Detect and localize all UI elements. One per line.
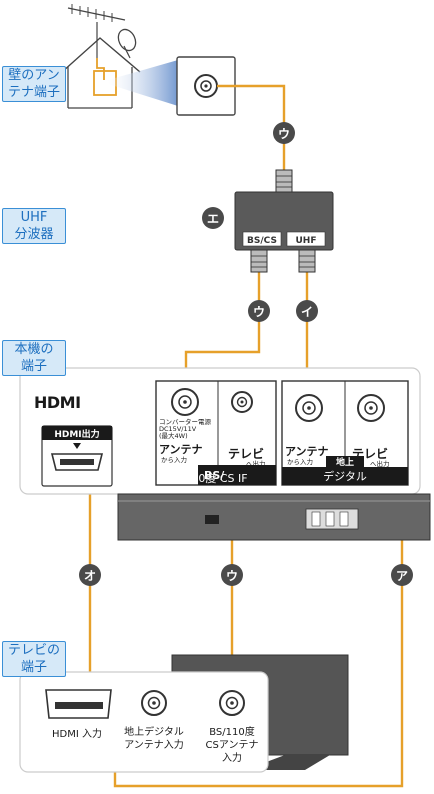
tv-terminal-tag: テレビの 端子 [2, 641, 66, 677]
bs-tv-out-label: テレビ [228, 446, 264, 461]
tv-hdmi-in-label: HDMI 入力 [52, 727, 102, 740]
unit-terminal-tag-line2: 端子 [20, 359, 47, 374]
converter-max-label: (最大4W) [159, 431, 188, 440]
unit-terminal-tag: 本機の 端子 [2, 340, 66, 376]
cable-badge-a: ア [391, 564, 413, 586]
cable-badge-u-bottom: ウ [221, 564, 243, 586]
uhf-splitter-tag-line2: 分波器 [14, 227, 54, 242]
wall-terminal-tag: 壁のアン テナ端子 [2, 66, 66, 102]
cable-badge-o: オ [79, 564, 101, 586]
svg-text:ウ: ウ [278, 127, 290, 141]
uhf-splitter-tag: UHF 分波器 [2, 208, 66, 244]
unit-rear-panel [19, 367, 431, 541]
uhf-splitter [234, 169, 334, 273]
bs-group-label-2: 110度 CS IF [184, 471, 247, 485]
terr-tv-out-label: テレビ [352, 446, 388, 461]
bs-antenna-in-label: アンテナ [159, 443, 203, 456]
cable-badge-u-top: ウ [273, 122, 295, 144]
bs-group-label: BS/ [204, 469, 225, 482]
tv-bs-in-label-1: BS/110度 [209, 725, 255, 738]
tv-terminal-tag-line1: テレビの [7, 643, 60, 658]
terr-group-label-2: デジタル [323, 469, 367, 483]
cable-badge-u-splitter: ウ [248, 300, 270, 322]
tv-terr-in-label-2: アンテナ入力 [124, 738, 184, 751]
splitter-uhf-label: UHF [296, 236, 317, 246]
zoom-beam [108, 60, 178, 106]
house-antenna-illustration [61, 4, 141, 109]
tv-bs-in-label-3: 入力 [222, 751, 242, 764]
cable-badge-i: イ [296, 300, 318, 322]
svg-text:エ: エ [207, 212, 219, 226]
bs-to-out-label: へ出力 [246, 459, 266, 468]
hdmi-out-label: HDMI出力 [54, 428, 99, 440]
converter-voltage-label: DC15V/11V [159, 425, 197, 433]
cable-badge-e: エ [202, 207, 224, 229]
tv-bs-in-label-2: CSアンテナ [206, 739, 259, 751]
tv-rear-panel [19, 654, 349, 773]
svg-text:ウ: ウ [253, 305, 265, 319]
svg-text:イ: イ [301, 305, 313, 319]
wall-terminal-tag-line2: テナ端子 [7, 85, 60, 100]
terr-antenna-in-label: アンテナ [285, 445, 329, 458]
svg-text:ウ: ウ [226, 569, 238, 583]
svg-text:オ: オ [84, 569, 96, 583]
bs-from-in-label: から入力 [161, 455, 187, 464]
uhf-splitter-tag-line1: UHF [20, 210, 48, 225]
terr-to-out-label: へ出力 [370, 459, 390, 468]
hdmi-logo: HDMI [34, 393, 81, 412]
terr-group-label-1: 地上 [336, 456, 354, 468]
wall-terminal-tag-line1: 壁のアン [8, 68, 60, 83]
unit-terminal-tag-line1: 本機の [14, 342, 54, 357]
splitter-bscs-label: BS/CS [247, 236, 277, 246]
converter-power-label: コンバーター電源 [159, 417, 212, 426]
terr-from-in-label: から入力 [287, 457, 313, 466]
tv-terr-in-label-1: 地上デジタル [124, 725, 184, 738]
tv-terminal-tag-line2: 端子 [20, 660, 47, 675]
svg-text:ア: ア [396, 569, 408, 583]
